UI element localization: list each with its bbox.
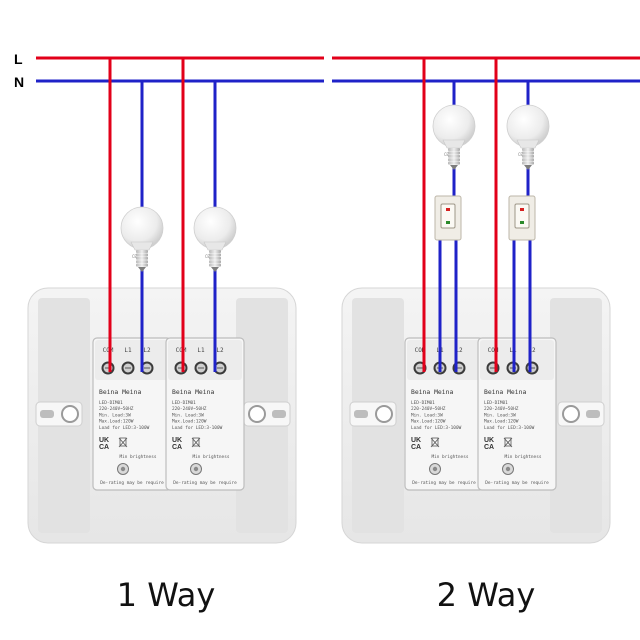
bulb-icon: CE — [120, 206, 164, 272]
terminal-label: L2 — [528, 347, 536, 354]
module-footer: De-rating may be require — [100, 480, 164, 486]
bulb-icon: CE — [432, 104, 476, 170]
weee-bin-icon — [118, 437, 128, 448]
min-brightness-label: Min brightness — [119, 454, 156, 460]
bulb-mark: CE — [205, 254, 210, 259]
module-spec-line: Load for LED:3-100W — [172, 425, 223, 431]
terminal-label: L2 — [143, 347, 151, 354]
bulb-icon: CE — [506, 104, 550, 170]
module-spec-line: 220-240V~50HZ — [484, 406, 519, 412]
screw-terminal-icon — [140, 361, 154, 375]
bulb-icon: CE — [193, 206, 237, 272]
screw-terminal-icon — [194, 361, 208, 375]
module-spec-line: LED-DIM01 — [411, 400, 435, 406]
screw-terminal-icon — [121, 361, 135, 375]
module-spec-line: LED-DIM01 — [484, 400, 508, 406]
bulb-mark: CE — [132, 254, 137, 259]
module-spec-line: Min. Load:3W — [99, 412, 131, 418]
cert-text: CA — [172, 444, 182, 451]
cert-text: UK — [411, 437, 421, 444]
dimmer-knob-icon — [190, 463, 202, 475]
module-spec-line: LED-DIM01 — [172, 400, 196, 406]
module-spec-line: Load for LED:3-100W — [484, 425, 535, 431]
terminal-label: L2 — [216, 347, 224, 354]
terminal-label: L2 — [455, 347, 463, 354]
module-spec-line: 220-240V~50HZ — [99, 406, 134, 412]
weee-bin-icon — [430, 437, 440, 448]
cert-text: CA — [99, 444, 109, 451]
dimmer-knob-icon — [117, 463, 129, 475]
screw-terminal-icon — [213, 361, 227, 375]
two-way-caption: 2 Way — [437, 576, 536, 614]
module-spec-line: Min. Load:3W — [172, 412, 204, 418]
terminal-label: L1 — [124, 347, 132, 354]
module-spec-line: Max.Load:120W — [172, 419, 207, 425]
one-way-caption: 1 Way — [117, 576, 216, 614]
module-spec-line: Max.Load:120W — [484, 419, 519, 425]
screw-terminal-icon — [452, 361, 466, 375]
live-rail-label: L — [14, 51, 23, 67]
weee-bin-icon — [503, 437, 513, 448]
dimmer-knob-icon — [429, 463, 441, 475]
neutral-rail-label: N — [14, 74, 24, 90]
bulb-mark: CE — [444, 152, 449, 157]
terminal-label: COM — [176, 347, 187, 354]
cert-text: UK — [172, 437, 182, 444]
rocker-switch-icon — [508, 195, 536, 241]
module-spec-line: Load for LED:3-100W — [411, 425, 462, 431]
min-brightness-label: Min brightness — [504, 454, 541, 460]
terminal-label: L1 — [197, 347, 205, 354]
cert-text: UK — [484, 437, 494, 444]
module-footer: De-rating may be require — [485, 480, 549, 486]
module-spec-line: 220-240V~50HZ — [172, 406, 207, 412]
module-brand: Beina Meina — [411, 388, 453, 396]
screw-terminal-icon — [101, 361, 115, 375]
module-footer: De-rating may be require — [412, 480, 476, 486]
module-spec-line: Min. Load:3W — [484, 412, 516, 418]
module-brand: Beina Meina — [99, 388, 141, 396]
screw-terminal-icon — [525, 361, 539, 375]
min-brightness-label: Min brightness — [431, 454, 468, 460]
module-brand: Beina Meina — [484, 388, 526, 396]
module-spec-line: Max.Load:120W — [411, 419, 446, 425]
module-brand: Beina Meina — [172, 388, 214, 396]
terminal-label: COM — [415, 347, 426, 354]
dimmer-knob-icon — [502, 463, 514, 475]
module-spec-line: 220-240V~50HZ — [411, 406, 446, 412]
cert-text: UK — [99, 437, 109, 444]
module-spec-line: Min. Load:3W — [411, 412, 443, 418]
terminal-label: COM — [103, 347, 114, 354]
module-footer: De-rating may be require — [173, 480, 237, 486]
cert-text: CA — [484, 444, 494, 451]
cert-text: CA — [411, 444, 421, 451]
module-spec-line: LED-DIM01 — [99, 400, 123, 406]
screw-terminal-icon — [174, 361, 188, 375]
one-way-wires — [108, 58, 217, 372]
bulb-mark: CE — [518, 152, 523, 157]
terminal-label: COM — [488, 347, 499, 354]
min-brightness-label: Min brightness — [192, 454, 229, 460]
module-spec-line: Max.Load:120W — [99, 419, 134, 425]
module-spec-line: Load for LED:3-100W — [99, 425, 150, 431]
screw-terminal-icon — [486, 361, 500, 375]
rocker-switch-icon — [434, 195, 462, 241]
weee-bin-icon — [191, 437, 201, 448]
